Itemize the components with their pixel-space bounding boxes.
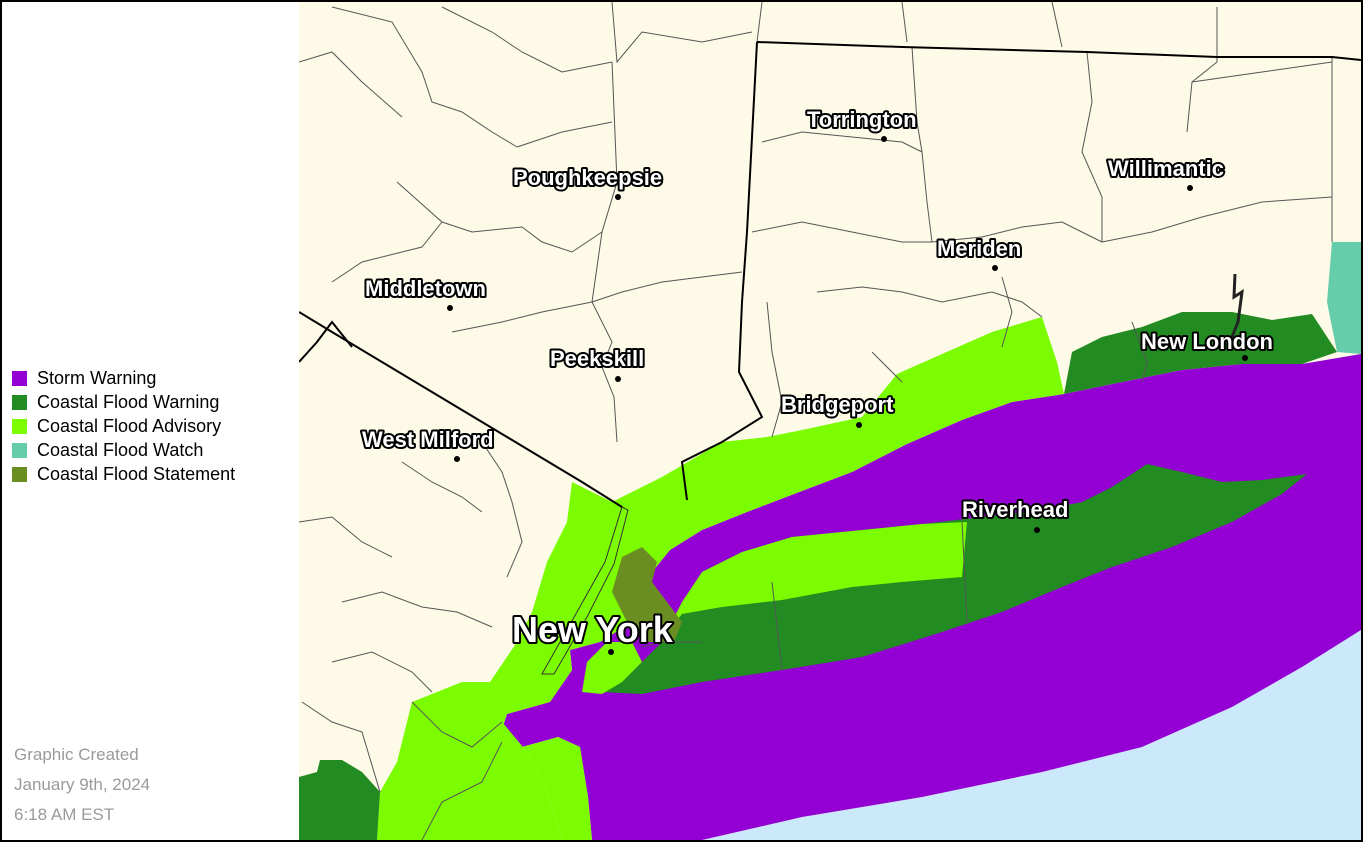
city-dot-west-milford (454, 456, 460, 462)
legend-item-coastal-flood-warning: Coastal Flood Warning (12, 390, 235, 414)
city-dot-middletown (447, 305, 453, 311)
legend-item-coastal-flood-advisory: Coastal Flood Advisory (12, 414, 235, 438)
state-boundaries (299, 41, 1361, 508)
city-dot-willimantic (1187, 185, 1193, 191)
legend: Storm Warning Coastal Flood Warning Coas… (12, 366, 235, 486)
statement-area-nyc (612, 547, 682, 642)
legend-panel: Storm Warning Coastal Flood Warning Coas… (2, 2, 299, 840)
city-label-new-london: New London (1141, 329, 1273, 354)
city-label-meriden: Meriden (937, 236, 1021, 261)
legend-swatch (12, 394, 27, 410)
legend-item-coastal-flood-statement: Coastal Flood Statement (12, 462, 235, 486)
warning-area-east-ct (1064, 312, 1337, 394)
legend-label: Coastal Flood Statement (37, 463, 236, 484)
city-dot-meriden (992, 265, 998, 271)
legend-label: Coastal Flood Advisory (37, 415, 222, 436)
advisory-area-nj (377, 682, 562, 840)
city-label-middletown: Middletown (365, 276, 486, 301)
city-dot-torrington (881, 136, 887, 142)
city-label-bridgeport: Bridgeport (781, 392, 894, 417)
queens-brooklyn-advisory (582, 642, 642, 694)
legend-label: Storm Warning (37, 367, 157, 388)
legend-swatch (12, 466, 27, 482)
city-label-new-york: New York (512, 609, 674, 650)
city-dot-new-london (1242, 355, 1248, 361)
legend-item-storm-warning: Storm Warning (12, 366, 235, 390)
created-line-3: 6:18 AM EST (14, 805, 115, 824)
city-label-willimantic: Willimantic (1108, 156, 1224, 181)
city-label-west-milford: West Milford (362, 427, 494, 452)
manhattan-island (541, 506, 629, 675)
thames-river (1228, 273, 1244, 343)
legend-label: Coastal Flood Watch (37, 439, 204, 460)
legend-label: Coastal Flood Warning (37, 391, 220, 412)
graphic-created-timestamp: Graphic Created January 9th, 2024 6:18 A… (14, 740, 150, 830)
warning-area-sw (299, 760, 380, 840)
city-dot-bridgeport (856, 422, 862, 428)
long-island-advisory (664, 522, 967, 637)
city-label-torrington: Torrington (807, 107, 917, 132)
created-line-2: January 9th, 2024 (14, 775, 151, 794)
legend-swatch (12, 418, 27, 434)
watch-area-ri (1327, 242, 1361, 354)
map-canvas: Torrington Willimantic Poughkeepsie Meri… (299, 2, 1361, 840)
created-line-1: Graphic Created (14, 745, 139, 764)
city-label-peekskill: Peekskill (550, 346, 644, 371)
legend-item-coastal-flood-watch: Coastal Flood Watch (12, 438, 235, 462)
city-dot-riverhead (1034, 527, 1040, 533)
city-dot-peekskill (615, 376, 621, 382)
county-boundaries (299, 2, 1333, 840)
legend-swatch (12, 370, 27, 386)
legend-swatch (12, 442, 27, 458)
city-label-riverhead: Riverhead (962, 497, 1068, 522)
city-label-poughkeepsie: Poughkeepsie (513, 165, 662, 190)
city-dot-new-york (608, 649, 614, 655)
city-dot-poughkeepsie (615, 194, 621, 200)
ocean-area (702, 630, 1361, 840)
city-markers (447, 136, 1248, 655)
city-labels: Torrington Willimantic Poughkeepsie Meri… (360, 105, 1275, 652)
